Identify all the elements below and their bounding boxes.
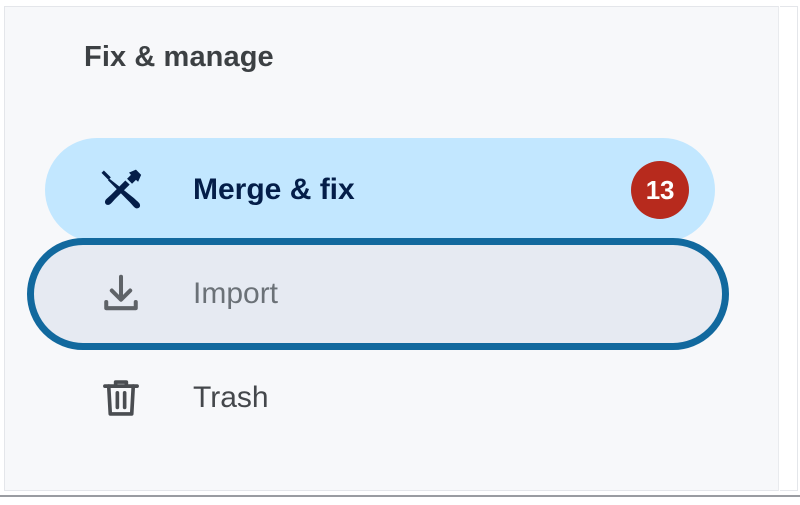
status-badge-merge-and-fix: 13 <box>631 161 689 219</box>
hammer-screwdriver-icon <box>93 162 149 218</box>
bottom-divider <box>0 495 800 497</box>
navigation-list: Merge & fix 13 <box>5 138 778 450</box>
trash-icon <box>93 370 149 426</box>
fix-and-manage-panel: Fix & manage <box>4 6 779 491</box>
sidebar-item-label-trash: Trash <box>193 381 269 414</box>
sidebar-item-trash[interactable]: Trash <box>45 346 715 450</box>
nav-row-trash: Trash <box>5 346 778 450</box>
right-gutter <box>780 6 798 491</box>
nav-row-import: Import <box>5 238 778 350</box>
sidebar-item-import[interactable]: Import <box>27 238 729 350</box>
sidebar-item-label-merge-and-fix: Merge & fix <box>193 173 355 206</box>
sidebar-item-merge-and-fix[interactable]: Merge & fix 13 <box>45 138 715 242</box>
download-icon <box>93 266 149 322</box>
page-title: Fix & manage <box>84 41 274 73</box>
nav-row-merge-and-fix: Merge & fix 13 <box>5 138 778 242</box>
sidebar-item-label-import: Import <box>193 277 279 310</box>
